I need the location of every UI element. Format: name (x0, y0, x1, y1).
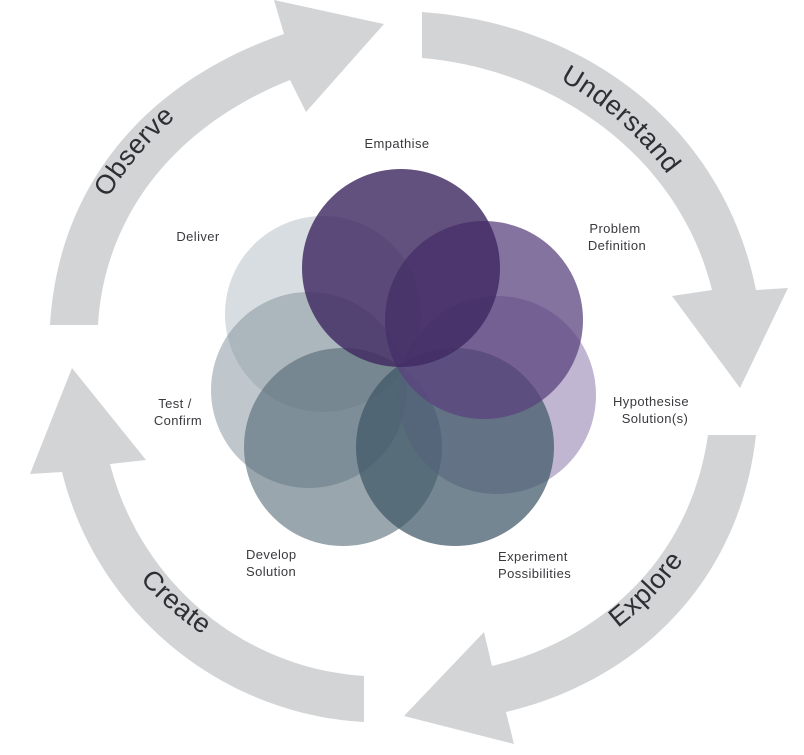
label-test-confirm: Test / Confirm (154, 396, 202, 428)
arrow-observe-shape (50, 0, 384, 325)
stage-circles (211, 169, 596, 546)
circle-empathise[interactable] (302, 169, 500, 367)
label-empathise: Empathise (364, 136, 429, 151)
label-hypothesise-solutions: Hypothesise Solution(s) (613, 394, 693, 426)
arrow-understand-label: Understand (557, 59, 687, 178)
label-deliver: Deliver (176, 229, 220, 244)
arrow-understand-shape (422, 12, 788, 388)
arrow-explore-shape (404, 435, 756, 744)
arrow-create-shape (30, 368, 364, 722)
label-develop-solution: Develop Solution (246, 547, 301, 579)
label-experiment-possibilities: Experiment Possibilities (498, 549, 572, 581)
label-problem-definition: Problem Definition (588, 221, 646, 253)
stage-labels: Empathise Problem Definition Hypothesise… (154, 136, 693, 581)
